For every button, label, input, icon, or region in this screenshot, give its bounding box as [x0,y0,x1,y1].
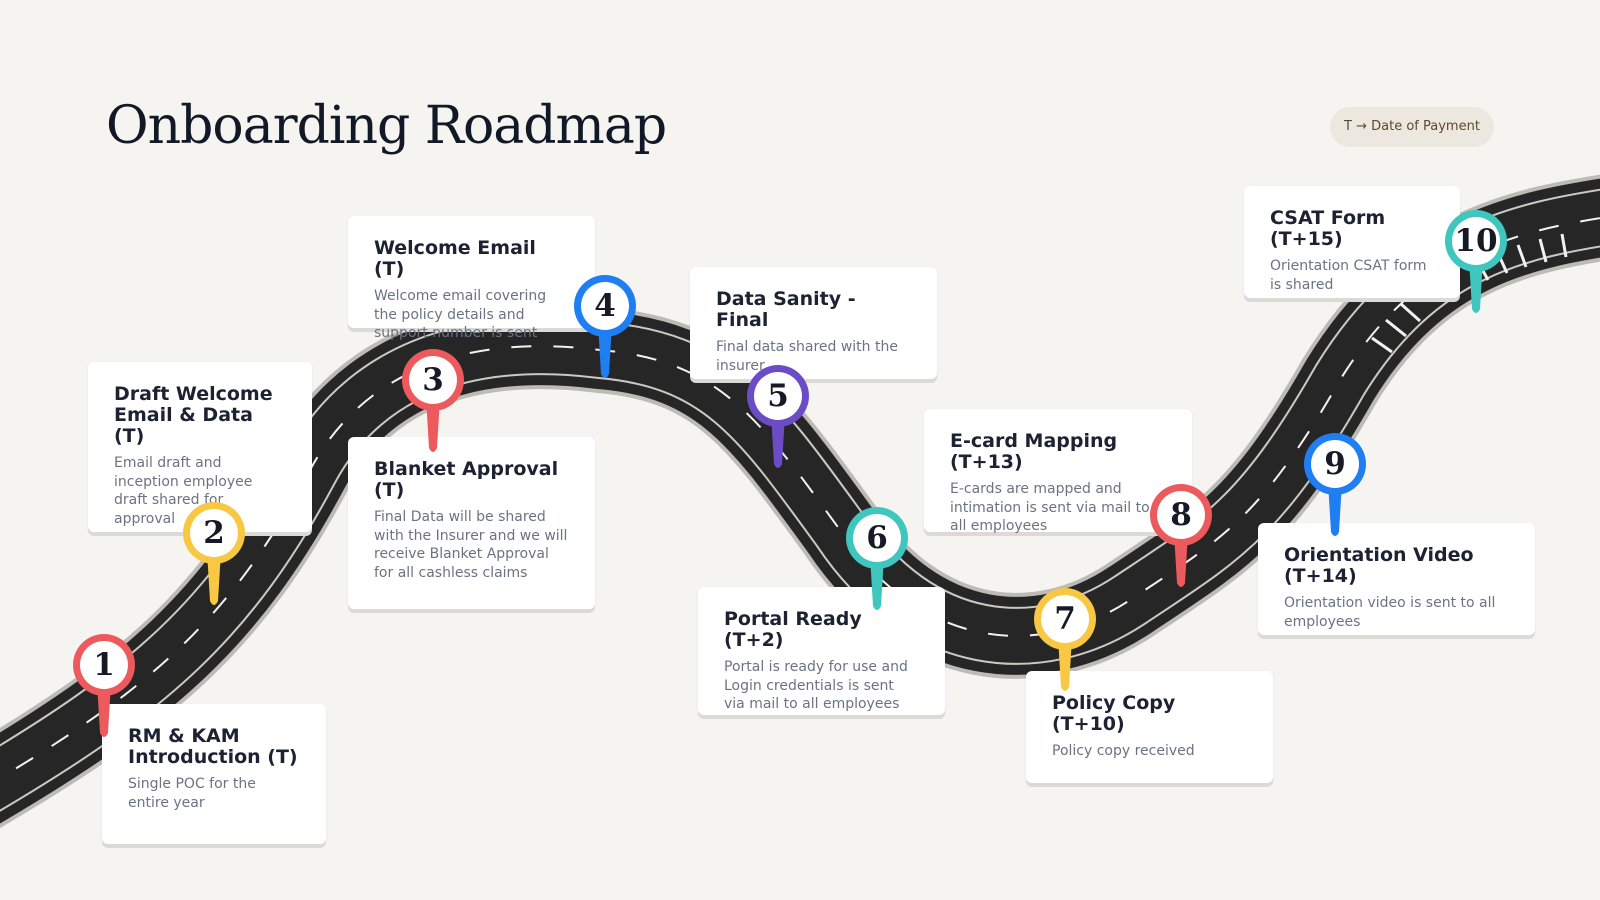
step-marker-7: 7 [1033,587,1097,697]
step-description: Single POC for the entire year [128,776,256,811]
step-card-3: Blanket Approval (T) Final Data will be … [348,437,595,609]
pin-icon [1304,433,1366,536]
step-description: Welcome email covering the policy detail… [374,288,547,341]
pin-icon [183,502,245,605]
step-description: Final data shared with the insurer [716,339,898,374]
step-marker-1: 1 [72,633,136,743]
step-card-2: Draft Welcome Email & Data (T) Email dra… [88,362,312,532]
step-description: Final Data will be shared with the Insur… [374,509,568,581]
step-number: 1 [93,647,115,683]
step-marker-8: 8 [1149,483,1213,593]
step-title: RM & KAM Introduction (T) [128,725,298,768]
step-number: 5 [767,378,789,414]
step-title: Welcome Email (T) [374,237,536,280]
pin-icon [73,634,135,737]
step-title: Policy Copy (T+10) [1052,692,1176,735]
step-marker-10: 10 [1444,209,1508,319]
step-description: Portal is ready for use and Login creden… [724,659,908,712]
step-number: 7 [1054,601,1076,637]
step-number: 6 [866,520,888,556]
step-title: Data Sanity - Final [716,288,856,331]
step-card-9: Orientation Video (T+14) Orientation vid… [1258,523,1535,635]
step-title: Portal Ready (T+2) [724,608,862,651]
step-title: Draft Welcome Email & Data (T) [114,383,273,447]
step-number: 2 [203,515,225,551]
step-card-5: Data Sanity - Final Final data shared wi… [690,267,937,379]
step-marker-2: 2 [182,501,246,611]
pin-icon [574,275,636,378]
step-description: Email draft and inception employee draft… [114,455,253,527]
pin-icon [1034,588,1096,691]
pin-icon [1150,484,1212,587]
step-number: 4 [594,288,616,324]
step-card-4: Welcome Email (T) Welcome email covering… [348,216,595,341]
step-marker-6: 6 [845,506,909,616]
step-number: 8 [1170,497,1192,533]
pin-icon [402,349,464,452]
step-description: Orientation CSAT form is shared [1270,258,1427,293]
step-marker-9: 9 [1303,432,1367,542]
step-card-6: Portal Ready (T+2) Portal is ready for u… [698,587,945,715]
pin-icon [1445,210,1507,313]
step-card-1: RM & KAM Introduction (T) Single POC for… [102,704,326,844]
step-description: Orientation video is sent to all employe… [1284,595,1496,630]
step-title: CSAT Form (T+15) [1270,207,1386,250]
step-marker-5: 5 [746,364,810,474]
page-title: Onboarding Roadmap [106,96,667,156]
step-description: Policy copy received [1052,743,1195,759]
step-description: E-cards are mapped and intimation is sen… [950,481,1150,534]
pin-icon [846,507,908,610]
step-marker-4: 4 [573,274,637,384]
step-title: E-card Mapping (T+13) [950,430,1118,473]
step-number: 10 [1454,223,1498,259]
step-marker-3: 3 [401,348,465,458]
step-title: Blanket Approval (T) [374,458,559,501]
step-number: 9 [1324,446,1346,482]
step-card-8: E-card Mapping (T+13) E-cards are mapped… [924,409,1192,534]
step-title: Orientation Video (T+14) [1284,544,1474,587]
step-number: 3 [422,362,444,398]
step-card-10: CSAT Form (T+15) Orientation CSAT form i… [1244,186,1460,298]
legend-badge: T → Date of Payment [1330,107,1494,147]
pin-icon [747,365,809,468]
